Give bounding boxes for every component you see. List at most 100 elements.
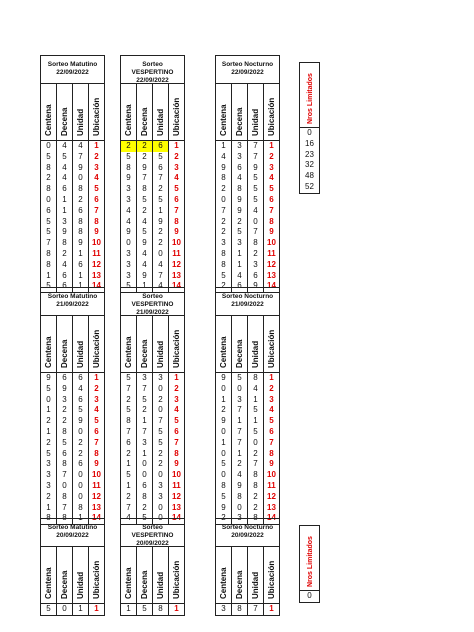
position-cell: 8 bbox=[269, 448, 274, 458]
digit-cell: 5 bbox=[121, 373, 137, 384]
position-cell: 2 bbox=[174, 151, 179, 161]
position-cell: 11 bbox=[92, 480, 101, 490]
position-cell: 14 bbox=[267, 281, 276, 291]
position-cell: 13 bbox=[92, 270, 101, 280]
column-header-label: Unidad bbox=[155, 108, 165, 136]
column-header-label: Unidad bbox=[155, 340, 165, 368]
position-cell: 3 bbox=[269, 394, 274, 404]
digit-cell: 6 bbox=[137, 480, 153, 492]
digit-cell: 4 bbox=[153, 281, 169, 293]
digit-cell: 0 bbox=[153, 383, 169, 395]
digit-cell: 2 bbox=[216, 405, 232, 417]
digit-cell: 2 bbox=[41, 173, 57, 185]
column-header-centena: Centena bbox=[121, 547, 137, 603]
digit-cell: 2 bbox=[73, 194, 89, 206]
digit-cell: 5 bbox=[153, 194, 169, 206]
draw-date: 22/09/2022 bbox=[136, 77, 169, 84]
position-cell: 2 bbox=[94, 151, 99, 161]
digit-cell: 5 bbox=[248, 405, 264, 417]
column-header-decena: Decena bbox=[57, 316, 73, 372]
digit-cell: 7 bbox=[232, 405, 248, 417]
digit-cell: 7 bbox=[137, 173, 153, 185]
digit-cell: 7 bbox=[248, 151, 264, 163]
digit-cell: 1 bbox=[216, 394, 232, 406]
digit-cell: 3 bbox=[232, 394, 248, 406]
position-cell: 10 bbox=[92, 470, 101, 480]
digit-cell: 0 bbox=[216, 448, 232, 460]
digit-cell: 1 bbox=[41, 405, 57, 417]
digit-cell: 2 bbox=[137, 141, 153, 152]
digit-cell: 1 bbox=[41, 270, 57, 282]
position-cell: 3 bbox=[269, 162, 274, 172]
digit-cell: 6 bbox=[121, 437, 137, 449]
column-header-label: Centena bbox=[218, 567, 228, 599]
digit-cell: 3 bbox=[153, 491, 169, 503]
position-cell: 1 bbox=[174, 373, 179, 382]
column-header-unidad: Unidad bbox=[73, 547, 89, 603]
digit-cell: 5 bbox=[41, 227, 57, 239]
digit-cell: 5 bbox=[248, 173, 264, 185]
digit-cell: 4 bbox=[57, 259, 73, 271]
digit-cell: 5 bbox=[41, 216, 57, 228]
draw-date: 20/09/2022 bbox=[231, 532, 264, 539]
digit-cell: 2 bbox=[137, 405, 153, 417]
digit-cell: 3 bbox=[41, 459, 57, 471]
limited-number: 32 bbox=[305, 160, 314, 170]
digit-cell: 7 bbox=[121, 502, 137, 514]
digit-cell: 1 bbox=[41, 502, 57, 514]
position-cell: 10 bbox=[172, 470, 181, 480]
digit-cell: 2 bbox=[121, 448, 137, 460]
digit-cell: 6 bbox=[73, 373, 89, 384]
digit-cell: 0 bbox=[121, 238, 137, 249]
position-cell: 12 bbox=[172, 491, 181, 501]
digit-cell: 7 bbox=[248, 141, 264, 152]
column-header-label: Decena bbox=[139, 570, 149, 599]
digit-cell: 8 bbox=[57, 426, 73, 438]
draw-title: Sorteo Matutino bbox=[47, 61, 98, 68]
limited-numbers-label: Nros Limitados bbox=[306, 536, 314, 587]
digit-cell: 1 bbox=[73, 604, 89, 615]
digit-cell: 0 bbox=[73, 426, 89, 438]
column-header-centena: Centena bbox=[216, 547, 232, 603]
column-header-ubicación: Ubicación bbox=[264, 316, 279, 372]
digit-cell: 0 bbox=[137, 470, 153, 481]
digit-cell: 0 bbox=[73, 491, 89, 503]
position-cell: 13 bbox=[267, 270, 276, 280]
digit-cell: 9 bbox=[216, 416, 232, 427]
column-header-unidad: Unidad bbox=[153, 547, 169, 603]
draw-date: 20/09/2022 bbox=[56, 532, 89, 539]
digit-cell: 9 bbox=[248, 281, 264, 293]
digit-cell: 8 bbox=[232, 184, 248, 195]
position-cell: 11 bbox=[92, 248, 101, 258]
digit-cell: 8 bbox=[248, 480, 264, 492]
position-cell: 13 bbox=[172, 270, 181, 280]
limited-numbers-label: Nros Limitados bbox=[306, 73, 314, 124]
draw-title: Sorteo Matutino bbox=[47, 524, 98, 531]
digit-cell: 1 bbox=[73, 281, 89, 293]
digit-cell: 8 bbox=[57, 459, 73, 471]
digit-cell: 0 bbox=[248, 437, 264, 449]
digit-cell: 7 bbox=[41, 238, 57, 249]
digit-cell: 2 bbox=[57, 416, 73, 427]
